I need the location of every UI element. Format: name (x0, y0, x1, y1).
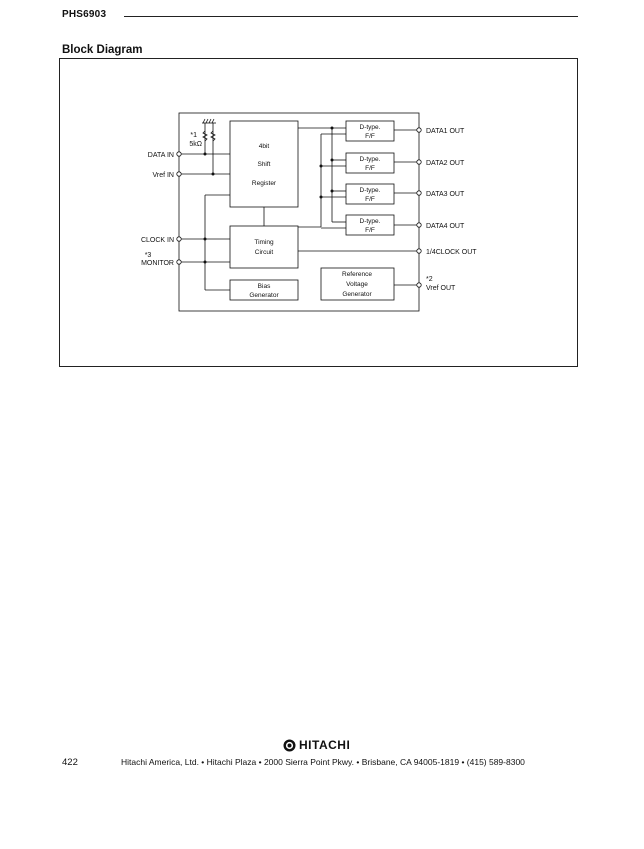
shift-register-line1: 4bit (259, 143, 270, 150)
dff-block-2 (345, 152, 395, 174)
pin-data3-out (416, 190, 422, 196)
label-data-in: DATA IN (148, 152, 174, 159)
pin-monitor (176, 259, 182, 265)
label-clock-in: CLOCK IN (141, 237, 174, 244)
pin-data4-out (416, 222, 422, 228)
reference-voltage-block (320, 267, 395, 301)
pin-clock-in (176, 236, 182, 242)
pin-clock-out (416, 248, 422, 254)
reference-line2: Voltage (346, 281, 368, 288)
chip-boundary (178, 112, 420, 312)
dff1-line2: F/F (365, 133, 375, 140)
pin-data-in (176, 151, 182, 157)
label-vref-in: Vref IN (152, 172, 174, 179)
label-vref-out-note: *2 (426, 276, 433, 283)
reference-line3: Generator (342, 291, 372, 298)
pin-vref-out (416, 282, 422, 288)
label-data3-out: DATA3 OUT (426, 191, 465, 198)
header-part-number: PHS6903 (62, 9, 107, 20)
bias-line2: Generator (249, 292, 279, 299)
bias-line1: Bias (258, 283, 271, 290)
dff1-line1: D-type. (360, 124, 381, 131)
footer-address: Hitachi America, Ltd. • Hitachi Plaza • … (121, 757, 525, 767)
hitachi-logo-text: HITACHI (299, 738, 351, 752)
label-vref-out: Vref OUT (426, 285, 456, 292)
resistor-1 (202, 130, 208, 142)
hitachi-logo-icon (283, 739, 296, 751)
shift-register-line2: Shift (257, 161, 270, 168)
section-title: Block Diagram (62, 44, 143, 56)
timing-circuit-block (229, 225, 299, 269)
timing-line1: Timing (254, 239, 274, 246)
dff2-line1: D-type. (360, 156, 381, 163)
resistor-value: 5kΩ (189, 141, 202, 148)
dff3-line1: D-type. (360, 187, 381, 194)
dff4-line1: D-type. (360, 218, 381, 225)
page-number: 422 (62, 757, 78, 768)
reference-line1: Reference (342, 271, 372, 278)
hitachi-logo: HITACHI (283, 738, 350, 752)
dff4-line2: F/F (365, 227, 375, 234)
timing-line2: Circuit (255, 249, 274, 256)
pin-data1-out (416, 127, 422, 133)
dff2-line2: F/F (365, 165, 375, 172)
dff-block-1 (345, 120, 395, 142)
pin-vref-in (176, 171, 182, 177)
label-data1-out: DATA1 OUT (426, 128, 465, 135)
label-monitor: MONITOR (141, 260, 174, 267)
resistor-2 (210, 130, 216, 142)
dff-block-3 (345, 183, 395, 205)
diagram-frame (59, 58, 578, 367)
label-monitor-note: *3 (145, 252, 152, 259)
resistor-note: *1 (190, 132, 197, 139)
shift-register-line3: Register (252, 180, 277, 187)
label-data2-out: DATA2 OUT (426, 160, 465, 167)
label-clock-out: 1/4CLOCK OUT (426, 249, 477, 256)
dff3-line2: F/F (365, 196, 375, 203)
label-data4-out: DATA4 OUT (426, 223, 465, 230)
header-rule (124, 16, 578, 17)
pin-data2-out (416, 159, 422, 165)
